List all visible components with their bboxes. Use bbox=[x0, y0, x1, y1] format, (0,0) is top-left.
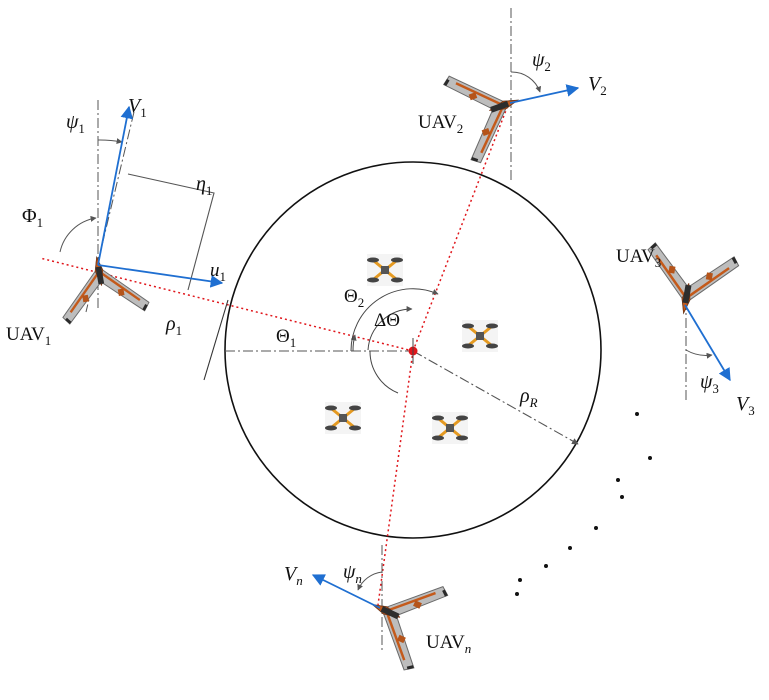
psi2-arc bbox=[510, 71, 542, 93]
uav1-u-arrow bbox=[97, 264, 224, 288]
psin-label: ψn bbox=[343, 561, 362, 586]
uav1-label: UAV1 bbox=[6, 324, 51, 348]
theta1-arc bbox=[350, 334, 357, 352]
uavn-fixed-wing-uav-icon bbox=[351, 561, 452, 675]
uavn-velocity-arrow bbox=[311, 574, 381, 609]
tangent-line bbox=[203, 299, 229, 381]
uavn-label: UAVn bbox=[426, 632, 471, 656]
psi1-arc bbox=[97, 138, 123, 144]
uav1-fixed-wing-uav-icon bbox=[52, 248, 152, 327]
psi2-label: ψ2 bbox=[532, 49, 551, 74]
theta1-label: Θ1 bbox=[276, 326, 296, 350]
phi1-label: Φ1 bbox=[22, 205, 43, 230]
uav2-velocity-arrow bbox=[509, 84, 580, 104]
quadrotor-drone-icon bbox=[365, 252, 405, 288]
eta1-bracket bbox=[127, 173, 215, 291]
uav1-velocity-arrow bbox=[97, 105, 133, 266]
rho-r-radius-line bbox=[412, 350, 579, 445]
rho-r-label: ρR bbox=[519, 385, 538, 410]
uav2-label: UAV2 bbox=[418, 112, 463, 136]
uav-links bbox=[39, 99, 511, 606]
v1-label: V1 bbox=[128, 95, 147, 120]
delta-theta-arc-lower bbox=[369, 350, 399, 394]
uav3-label: UAV3 bbox=[616, 246, 661, 270]
theta2-arc bbox=[350, 288, 439, 352]
u1-label: u1 bbox=[210, 260, 226, 284]
psi1-label: ψ1 bbox=[66, 111, 85, 136]
psin-arc bbox=[357, 571, 383, 591]
phi1-arc bbox=[59, 215, 97, 253]
continuation-dots bbox=[515, 412, 652, 596]
v3-label: V3 bbox=[736, 393, 755, 418]
delta-theta-label: ΔΘ bbox=[374, 310, 400, 331]
psi3-label: ψ3 bbox=[700, 371, 719, 396]
rho1-label: ρ1 bbox=[165, 313, 182, 338]
eta1-label: η1 bbox=[196, 173, 212, 198]
theta2-label: Θ2 bbox=[344, 286, 364, 310]
v2-label: V2 bbox=[588, 73, 607, 98]
psi3-arc bbox=[685, 349, 713, 359]
quadrotor-drone-icon bbox=[430, 410, 470, 446]
uav3-velocity-arrow bbox=[684, 304, 731, 382]
quadrotor-drone-icon bbox=[460, 318, 500, 354]
vn-label: Vn bbox=[284, 563, 303, 588]
quadrotor-drone-icon bbox=[323, 400, 363, 436]
target-circle bbox=[224, 161, 602, 539]
delta-theta-arc bbox=[367, 305, 413, 351]
